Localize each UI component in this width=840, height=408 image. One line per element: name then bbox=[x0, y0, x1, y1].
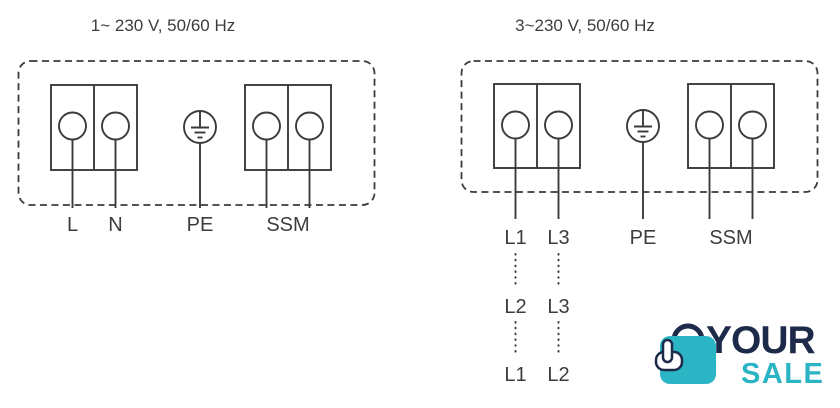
terminal-screw bbox=[58, 111, 87, 141]
terminal-screw bbox=[544, 110, 573, 140]
terminal-screw bbox=[295, 111, 324, 141]
diagram-title-single-phase: 1~ 230 V, 50/60 Hz bbox=[91, 16, 235, 35]
terminal-block-power bbox=[493, 83, 581, 219]
terminal-box-outline bbox=[460, 60, 819, 193]
terminal-screw bbox=[501, 110, 530, 140]
terminal-screw bbox=[738, 110, 767, 140]
logo-word-your: YOUR bbox=[706, 319, 816, 362]
terminal-block-power bbox=[50, 84, 138, 208]
alt-label-l3: L3 bbox=[547, 296, 569, 318]
shopping-bag-icon bbox=[654, 323, 716, 384]
alt-label-l1: L1 bbox=[504, 364, 526, 386]
terminal-label-n: N bbox=[108, 214, 122, 236]
pe-earth-symbol bbox=[626, 109, 660, 219]
terminal-label-l1: L1 bbox=[504, 227, 526, 249]
alt-label-l2: L2 bbox=[504, 296, 526, 318]
terminal-label-ssm: SSM bbox=[266, 214, 309, 236]
diagram-title-three-phase: 3~230 V, 50/60 Hz bbox=[515, 16, 655, 35]
terminal-box-outline bbox=[17, 60, 376, 206]
terminal-label-ssm: SSM bbox=[709, 227, 752, 249]
logo-word-sale: SALE bbox=[741, 358, 824, 390]
terminal-label-l: L bbox=[67, 214, 78, 236]
terminal-block-ssm bbox=[244, 84, 332, 208]
terminal-label-pe: PE bbox=[187, 214, 214, 236]
pe-earth-symbol bbox=[183, 110, 217, 208]
diagram-single-phase: 1~ 230 V, 50/60 Hz bbox=[17, 16, 376, 236]
bag-body bbox=[660, 336, 716, 384]
terminal-screw bbox=[695, 110, 724, 140]
terminal-label-pe: PE bbox=[630, 227, 657, 249]
terminal-screw bbox=[101, 111, 130, 141]
yoursale-logo: YOUR SALE bbox=[654, 319, 824, 390]
terminal-label-l3: L3 bbox=[547, 227, 569, 249]
terminal-block-ssm bbox=[687, 83, 775, 219]
diagram-three-phase: 3~230 V, 50/60 Hz bbox=[460, 16, 819, 386]
phase-alternatives: L2 L3 L1 L2 bbox=[504, 253, 570, 386]
terminal-screw bbox=[252, 111, 281, 141]
hand-finger bbox=[661, 338, 674, 364]
alt-label-l2: L2 bbox=[547, 364, 569, 386]
bag-handle bbox=[671, 323, 705, 341]
